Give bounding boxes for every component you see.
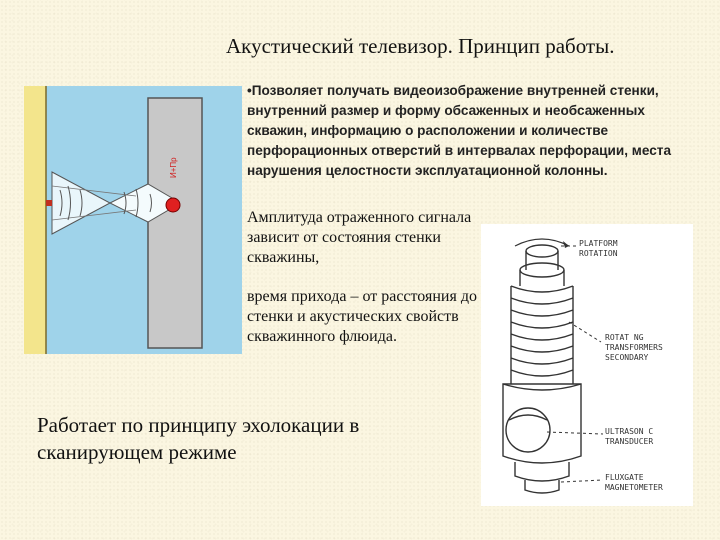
bullet-marker: • bbox=[247, 83, 252, 98]
probe-label: И+Пр bbox=[169, 157, 178, 178]
arrival-time-paragraph: время прихода – от расстояния до стенки … bbox=[247, 288, 477, 345]
bullet-paragraph: •Позволяет получать видеоизображение вну… bbox=[247, 81, 699, 181]
acoustic-sensor bbox=[165, 197, 181, 213]
principle-text: Работает по принципу эхолокации в сканир… bbox=[37, 413, 360, 464]
borehole-wall bbox=[24, 86, 46, 354]
drawing-background bbox=[481, 224, 693, 506]
slide-title: Акустический телевизор. Принцип работы. bbox=[226, 34, 615, 58]
amplitude-paragraph: Амплитуда отраженного сигнала зависит от… bbox=[247, 209, 472, 266]
bullet-text: Позволяет получать видеоизображение внут… bbox=[247, 83, 672, 178]
borehole-schematic: И+Пр bbox=[24, 86, 242, 354]
logging-tool-body bbox=[147, 97, 203, 349]
